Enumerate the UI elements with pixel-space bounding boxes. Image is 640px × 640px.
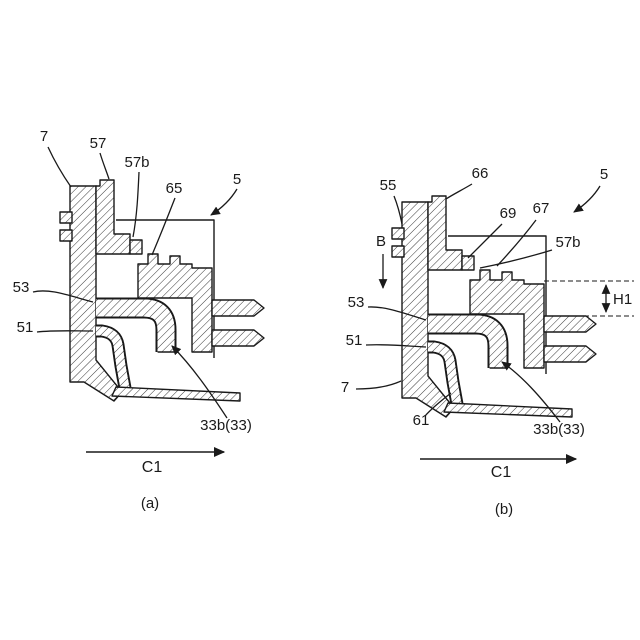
leader-51-b <box>365 344 427 348</box>
ref-label-65: 65 <box>166 180 183 197</box>
mechanical-cross-section <box>59 179 265 402</box>
ref-label-B: B <box>376 233 386 250</box>
terminal-prong-lower <box>211 329 265 347</box>
direction-label-c1-a: C1 <box>142 459 163 476</box>
direction-label-c1-b: C1 <box>491 464 512 481</box>
ref-label-67: 67 <box>533 200 550 217</box>
ref-label-33b: 33b(33) <box>200 417 252 434</box>
leader-65 <box>151 197 176 256</box>
contact-band-upper <box>96 297 177 353</box>
terminal-block <box>137 253 213 353</box>
ref-label-53-b: 53 <box>348 294 365 311</box>
ref-label-57b: 57b <box>124 154 149 171</box>
leader-arrow-5b <box>573 185 601 213</box>
wall-notch-upper <box>59 211 73 224</box>
leader-7 <box>47 146 72 188</box>
mechanical-cross-section-b <box>392 196 596 417</box>
leader-57b <box>132 171 140 238</box>
ref-label-7-b: 7 <box>341 379 349 396</box>
tab-step <box>129 239 143 255</box>
top-tab <box>95 179 131 255</box>
ref-label-51: 51 <box>17 319 34 336</box>
leader-51 <box>36 330 94 333</box>
wall-notch-lower <box>59 229 73 242</box>
leader-57b-b <box>479 249 553 269</box>
bottom-strip <box>111 386 241 402</box>
panel-a-labels: 7 57 57b 65 5 53 51 33b(33) C1 (a) <box>13 128 252 512</box>
ref-label-61: 61 <box>413 412 430 429</box>
leader-66 <box>445 183 473 200</box>
leader-55 <box>393 195 403 225</box>
terminal-prong-upper <box>211 299 265 317</box>
leader-53-b <box>367 306 427 321</box>
leader-69 <box>467 223 503 259</box>
dim-label-h1: H1 <box>613 291 632 308</box>
ref-label-66: 66 <box>472 165 489 182</box>
leader-57 <box>99 152 110 180</box>
panel-b-labels: 55 66 69 67 5 57b B 53 51 7 61 33b(33) H… <box>341 165 632 518</box>
contact-band-lower <box>95 324 132 390</box>
leader-arrow-33b-b <box>501 361 561 423</box>
ref-label-33b-b: 33b(33) <box>533 421 585 438</box>
ref-label-69: 69 <box>500 205 517 222</box>
leader-67 <box>496 219 537 267</box>
panel-caption-b: (b) <box>495 501 513 518</box>
panel-b-annotations <box>355 183 634 465</box>
leader-arrow-5 <box>210 188 238 216</box>
ref-label-7: 7 <box>40 128 48 145</box>
ref-label-53: 53 <box>13 279 30 296</box>
panel-caption-a: (a) <box>141 495 159 512</box>
ref-label-55: 55 <box>380 177 397 194</box>
ref-label-5: 5 <box>233 171 241 188</box>
leader-53 <box>32 290 94 303</box>
leader-7-b <box>355 380 402 390</box>
ref-label-5b: 5 <box>600 166 608 183</box>
ref-label-51-b: 51 <box>346 332 363 349</box>
leader-arrow-33b <box>171 345 228 419</box>
leader-61 <box>424 392 452 417</box>
panel-a-annotations <box>32 146 238 458</box>
ref-label-57b-b: 57b <box>555 234 580 251</box>
ref-label-57: 57 <box>90 135 107 152</box>
